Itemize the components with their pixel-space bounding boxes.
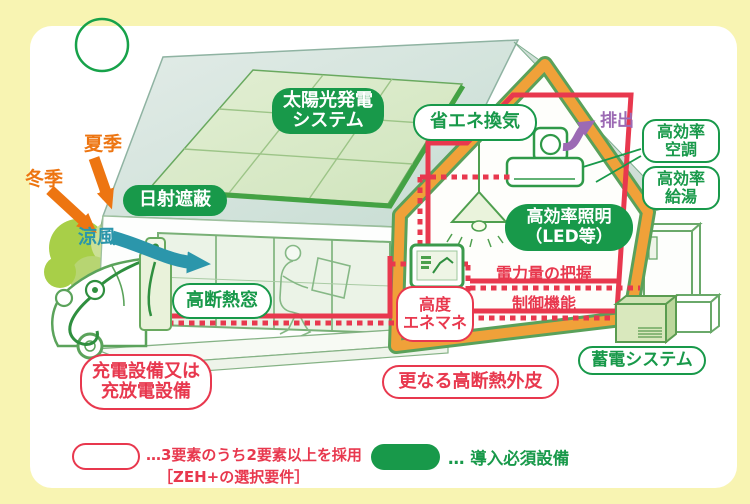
charging-badge-line1: 充電設備又は (92, 360, 200, 382)
insulation-frame (388, 56, 656, 354)
shading-badge: 日射遮蔽 (123, 185, 227, 216)
solar-badge: 太陽光発電 システム (272, 88, 384, 134)
ac-badge: 高効率 空調 (642, 119, 720, 163)
circle-mark (74, 17, 130, 73)
power-monitoring-label: 電力量の把握 (496, 264, 593, 283)
ems-badge-line1: 高度 (418, 295, 451, 315)
legend-required-text: … 導入必須設備 (448, 449, 570, 468)
air-conditioner-icon (505, 156, 585, 188)
hot-water-badge-line2: 給湯 (664, 187, 697, 206)
water-heater-icon (641, 221, 703, 306)
ac-callout-lines (582, 148, 642, 183)
wiring-dotted (168, 174, 640, 326)
breeze-label: 涼風 (78, 226, 117, 248)
control-label: 制御機能 (512, 294, 577, 313)
hems-monitor-icon (409, 243, 465, 294)
summer-label: 夏季 (84, 133, 123, 155)
storage-badge: 蓄電システム (578, 346, 706, 375)
legend-optional-text-line1: …3要素のうち2要素以上を採用 (146, 446, 362, 464)
charging-badge: 充電設備又は 充放電設備 (80, 354, 212, 410)
window-badge: 高断熱窓 (172, 283, 272, 319)
winter-label: 冬季 (25, 168, 64, 190)
lighting-badge-line2: （LED等） (525, 226, 613, 247)
lighting-badge: 高効率照明 （LED等） (505, 204, 633, 251)
ventilation-badge: 省エネ換気 (413, 104, 537, 141)
breeze-arrow-icon (110, 230, 211, 274)
hot-water-badge-line1: 高効率 (656, 169, 705, 189)
envelope-badge: 更なる高断熱外皮 (382, 365, 559, 399)
ventilation-fan-icon (532, 126, 569, 163)
legend-optional-text-line2: ［ZEH+の選択要件］ (158, 468, 310, 486)
battery-unit-icon (613, 293, 679, 345)
charging-badge-line2: 充放電設備 (101, 381, 191, 402)
hot-water-badge: 高効率 給湯 (642, 166, 720, 210)
ems-badge: 高度 エネマネ (396, 286, 474, 342)
lighting-badge-line1: 高効率照明 (526, 207, 612, 228)
exhaust-arrow-icon (562, 120, 596, 151)
solar-badge-line2: システム (292, 110, 364, 131)
exhaust-label: 排出 (600, 111, 634, 131)
ac-badge-line1: 高効率 (656, 122, 705, 142)
legend-optional-pill (72, 443, 140, 470)
solar-badge-line1: 太陽光発電 (283, 89, 373, 111)
person-silhouette (279, 244, 351, 337)
ac-badge-line2: 空調 (664, 140, 697, 159)
legend-required-pill (371, 444, 440, 470)
ems-badge-line2: エネマネ (402, 313, 467, 332)
summer-arrow-icon (88, 156, 114, 210)
winter-arrow-icon (46, 185, 97, 234)
